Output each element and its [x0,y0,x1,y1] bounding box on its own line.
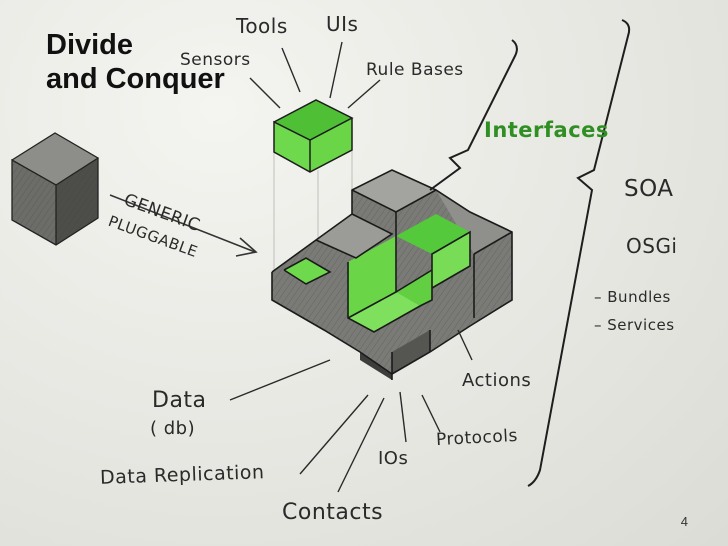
label-interfaces: Interfaces [484,118,609,142]
label-uis: UIs [326,12,358,36]
label-soa: SOA [624,176,674,202]
label-ios: IOs [378,448,408,469]
label-services: – Services [594,316,675,334]
label-tools: Tools [236,14,288,38]
page-number: 4 [681,514,688,529]
label-db: ( db) [150,418,195,439]
label-bundles: – Bundles [594,288,671,306]
label-osgi: OSGi [626,234,678,258]
generic-cube [12,133,98,245]
label-sensors: Sensors [180,50,251,70]
label-rule-bases: Rule Bases [366,60,464,80]
core-block [272,170,512,380]
label-actions: Actions [462,370,531,391]
label-protocols: Protocols [436,426,519,450]
label-contacts: Contacts [282,500,383,525]
label-data: Data [152,388,207,413]
interface-cube [274,100,352,172]
